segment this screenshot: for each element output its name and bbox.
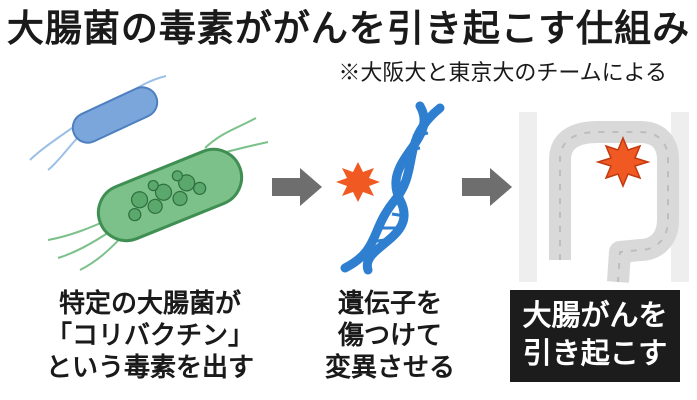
arrow-right-icon xyxy=(462,168,512,206)
blue-bacterium-icon xyxy=(29,75,167,171)
step-1-line-2: 「コリバクチン」 xyxy=(45,321,254,351)
result-box: 大腸がんを 引き起こす xyxy=(510,290,680,382)
diagram-title: 大腸菌の毒素ががんを引き起こす仕組み xyxy=(6,7,691,50)
step-3-caption: 大腸がんを 引き起こす xyxy=(510,290,680,372)
step-2-caption: 遺伝子を 傷つけて 変異させる xyxy=(310,288,470,384)
step-3-line-2: 引き起こす xyxy=(522,336,668,370)
green-bacterium-icon xyxy=(47,117,269,271)
arrow-right-icon xyxy=(272,168,322,206)
step-1-line-1: 特定の大腸菌が xyxy=(58,289,241,319)
step-2-line-2: 傷つけて xyxy=(337,321,442,351)
dna-helix-icon xyxy=(340,101,445,275)
step-3-line-1: 大腸がんを xyxy=(522,298,668,332)
source-note: ※大阪大と東京大のチームによる xyxy=(338,61,667,86)
step-1-line-3: という毒素を出す xyxy=(45,353,254,383)
step-1-caption: 特定の大腸菌が 「コリバクチン」 という毒素を出す xyxy=(0,288,300,384)
damage-burst-icon xyxy=(336,162,380,202)
step-2-line-1: 遺伝子を xyxy=(337,289,442,319)
step-2-line-3: 変異させる xyxy=(324,353,455,383)
large-intestine-icon xyxy=(519,112,689,283)
